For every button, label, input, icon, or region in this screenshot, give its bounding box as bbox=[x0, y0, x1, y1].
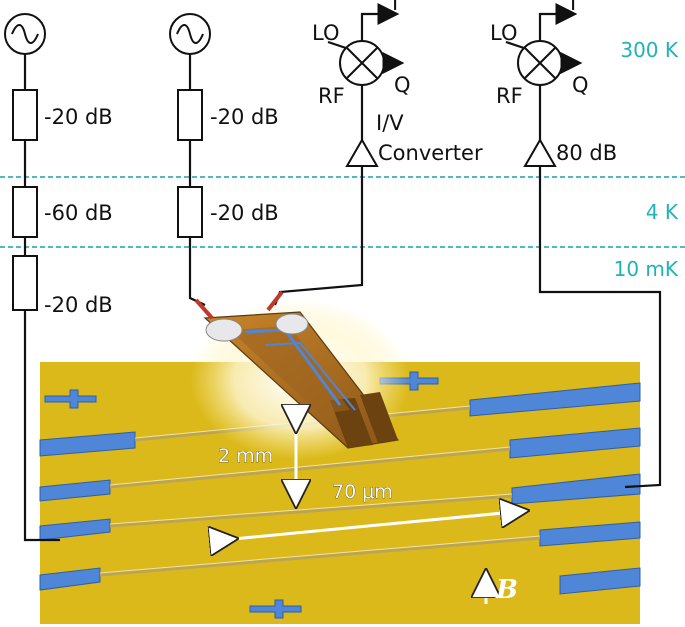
field-label: B bbox=[495, 575, 518, 605]
probe-cantilever bbox=[203, 311, 400, 449]
solder-blob bbox=[275, 313, 309, 335]
drive-line-1 bbox=[4, 13, 60, 542]
iq-demodulator-1 bbox=[266, 3, 405, 312]
electrode bbox=[509, 427, 641, 459]
demod2-i: I bbox=[570, 0, 576, 15]
marker-cross bbox=[44, 389, 97, 409]
length-label: 70 μm bbox=[332, 481, 393, 503]
demod2-rf: RF bbox=[496, 84, 523, 108]
label-10mk: 10 mK bbox=[614, 257, 679, 281]
demod2-lo: LO bbox=[490, 21, 517, 45]
line2-atten-1: -20 dB bbox=[210, 105, 279, 129]
demod1-q: Q bbox=[394, 73, 411, 97]
temperature-stage-lines bbox=[0, 176, 685, 248]
demod1-amp-label-2: Converter bbox=[378, 141, 483, 165]
attenuator bbox=[177, 89, 203, 141]
demod2-amp-label: 80 dB bbox=[556, 141, 617, 165]
solder-blob bbox=[205, 318, 243, 342]
line1-atten-3: -20 dB bbox=[44, 293, 113, 317]
attenuator bbox=[12, 186, 38, 238]
electrode bbox=[39, 479, 111, 502]
demod2-q: Q bbox=[572, 73, 589, 97]
line1-atten-2: -60 dB bbox=[44, 201, 113, 225]
electrode bbox=[539, 521, 641, 547]
amplifier-icon bbox=[523, 137, 557, 167]
line2-atten-2: -20 dB bbox=[210, 201, 279, 225]
demod1-i: I bbox=[392, 0, 398, 15]
tip-distance-label: 2 mm bbox=[218, 445, 273, 467]
attenuator bbox=[12, 255, 38, 311]
iq-demodulator-2 bbox=[505, 3, 662, 489]
electrode bbox=[39, 518, 111, 541]
demod1-lo: LO bbox=[312, 21, 339, 45]
line1-atten-1: -20 dB bbox=[44, 105, 113, 129]
electrode bbox=[39, 567, 101, 591]
marker-cross bbox=[249, 599, 302, 619]
drive-line-2 bbox=[169, 13, 214, 320]
electrode bbox=[39, 431, 136, 457]
label-300k: 300 K bbox=[620, 38, 679, 62]
demod1-rf: RF bbox=[318, 84, 345, 108]
demod1-amp-label-1: I/V bbox=[376, 111, 404, 135]
electrode bbox=[559, 567, 641, 595]
attenuator bbox=[12, 89, 38, 141]
attenuator bbox=[177, 186, 203, 238]
electrode bbox=[469, 382, 641, 417]
label-4k: 4 K bbox=[646, 200, 679, 224]
length-arrow bbox=[233, 511, 524, 539]
iv-converter-amplifier-icon bbox=[345, 137, 379, 167]
